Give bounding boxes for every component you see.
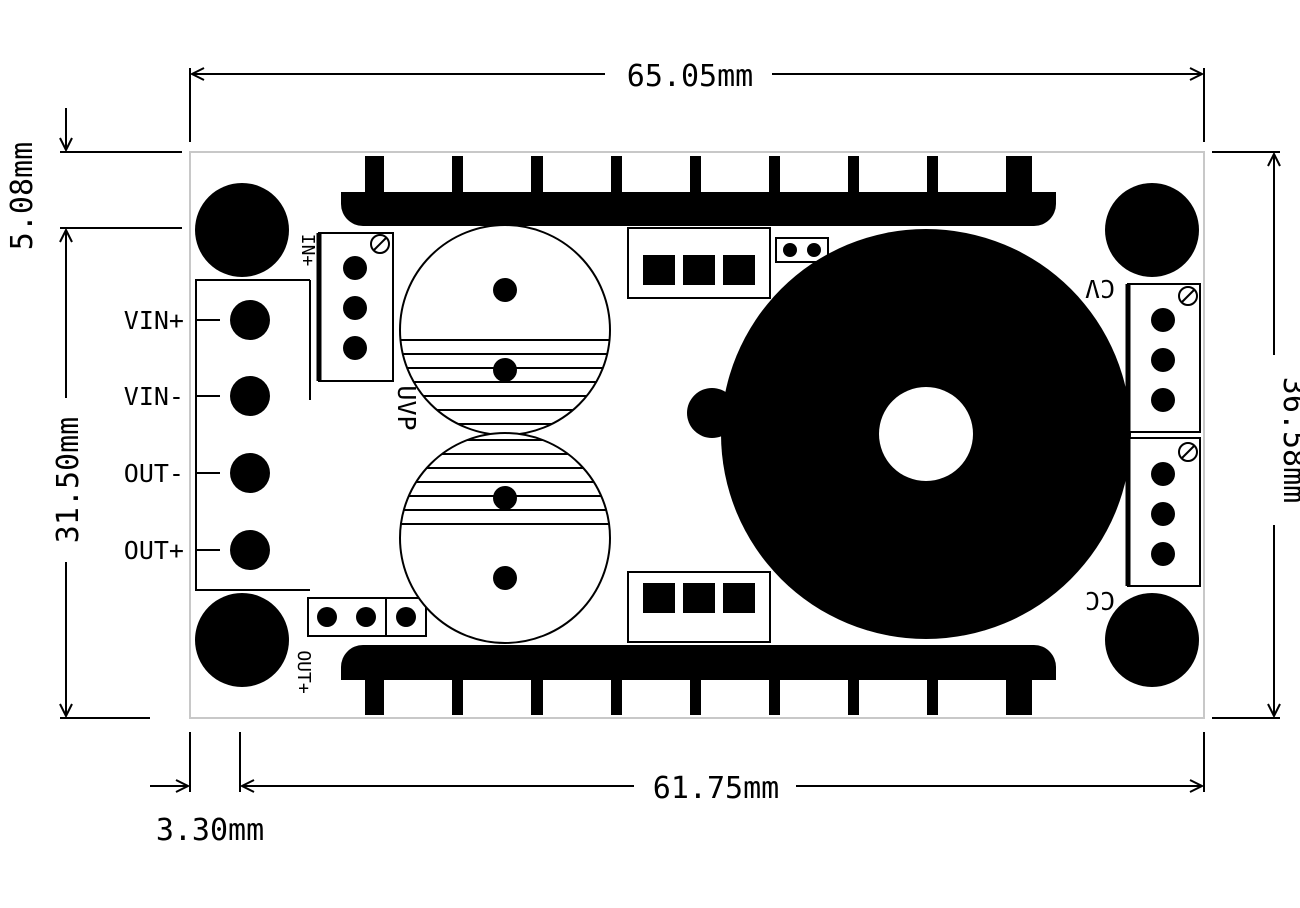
- label-in-plus: IN+: [297, 234, 318, 267]
- terminal-block: [195, 279, 311, 591]
- heatsink-fin-gap: [780, 680, 848, 716]
- terminal-pad-out-plus: [230, 530, 270, 570]
- label-out-plus-small: OUT+: [293, 650, 314, 694]
- heatsink-fin-gap: [1032, 680, 1056, 716]
- dim-left-height-label: 31.50mm: [51, 417, 86, 543]
- heatsink-fin-gap: [780, 156, 848, 192]
- label-vin-plus: VIN+: [124, 306, 184, 335]
- regulator-bottom: [627, 571, 771, 643]
- dim-right-height-label: 36.58mm: [1276, 377, 1300, 503]
- heatsink-fin-gap: [622, 156, 690, 192]
- capacitor-top: [399, 224, 611, 436]
- dimension-left-height: [60, 230, 150, 719]
- terminal-pad-vin-minus: [230, 376, 270, 416]
- label-cv: CV: [1085, 274, 1115, 303]
- mount-hole-top-right: [1105, 183, 1199, 277]
- label-cc: CC: [1085, 586, 1115, 615]
- dimension-top-offset: [60, 108, 182, 229]
- dim-top-offset-label: 5.08mm: [5, 142, 40, 250]
- dimension-bottom-width: [239, 732, 1205, 792]
- heatsink-fin-gap: [384, 680, 452, 716]
- heatsink-fin-gap: [341, 156, 365, 192]
- label-out-plus: OUT+: [124, 536, 184, 565]
- trimmer-cv: [1125, 283, 1201, 433]
- heatsink-fin-gap: [701, 156, 769, 192]
- dim-top-width-label: 65.05mm: [627, 59, 753, 94]
- heatsink-fin-gap: [938, 680, 1006, 716]
- label-uvp: UVP: [392, 385, 421, 430]
- header-out-plus: [307, 597, 427, 637]
- trimmer-cc: [1125, 437, 1201, 587]
- dimension-left-offset: [150, 732, 191, 792]
- regulator-top: [627, 227, 771, 299]
- heatsink-fin-gap: [859, 156, 927, 192]
- heatsink-fin-gap: [543, 680, 611, 716]
- heatsink-fin-gap: [543, 156, 611, 192]
- mount-hole-bottom-left: [195, 593, 289, 687]
- terminal-pad-vin-plus: [230, 300, 270, 340]
- heatsink-fin-gap: [859, 680, 927, 716]
- dimension-right-height: [1212, 151, 1280, 719]
- heatsink-fin-gap: [1032, 156, 1056, 192]
- heatsink-fin-gap: [938, 156, 1006, 192]
- heatsink-fin-gap: [463, 156, 531, 192]
- capacitor-bottom: [399, 432, 611, 644]
- label-vin-minus: VIN-: [124, 382, 184, 411]
- heatsink-fin-gap: [701, 680, 769, 716]
- dim-left-offset-label: 3.30mm: [156, 813, 264, 848]
- dim-bottom-width-label: 61.75mm: [653, 771, 779, 806]
- mount-hole-bottom-right: [1105, 593, 1199, 687]
- dimension-top-width: [189, 68, 1205, 142]
- heatsink-fin-gap: [622, 680, 690, 716]
- header-two-pin: [775, 237, 829, 263]
- trimmer-in-plus: [316, 232, 394, 382]
- mount-hole-top-left: [195, 183, 289, 277]
- label-out-minus: OUT-: [124, 459, 184, 488]
- terminal-pad-out-minus: [230, 453, 270, 493]
- heatsink-fin-gap: [384, 156, 452, 192]
- inductor: [687, 229, 1131, 639]
- heatsink-fin-gap: [341, 680, 365, 716]
- heatsink-fin-gap: [463, 680, 531, 716]
